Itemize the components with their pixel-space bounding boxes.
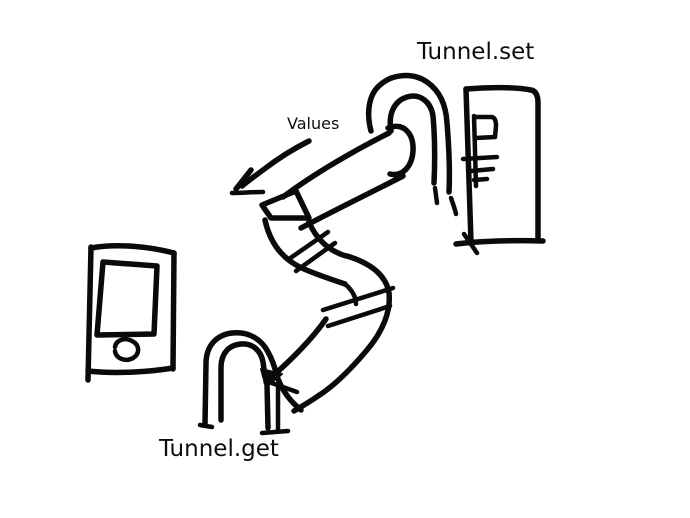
tunnel-set-entrance-icon — [366, 72, 459, 217]
phone-device-icon — [85, 242, 177, 383]
server-tower-icon — [453, 84, 546, 256]
tunnel-set-label: Tunnel.set — [417, 39, 535, 65]
tunnel-get-entrance-icon — [197, 330, 304, 436]
tunnel-tube-icon — [259, 130, 406, 414]
values-arrow-icon — [229, 138, 312, 196]
tunnel-get-label: Tunnel.get — [159, 436, 279, 462]
values-label: Values — [287, 114, 340, 133]
